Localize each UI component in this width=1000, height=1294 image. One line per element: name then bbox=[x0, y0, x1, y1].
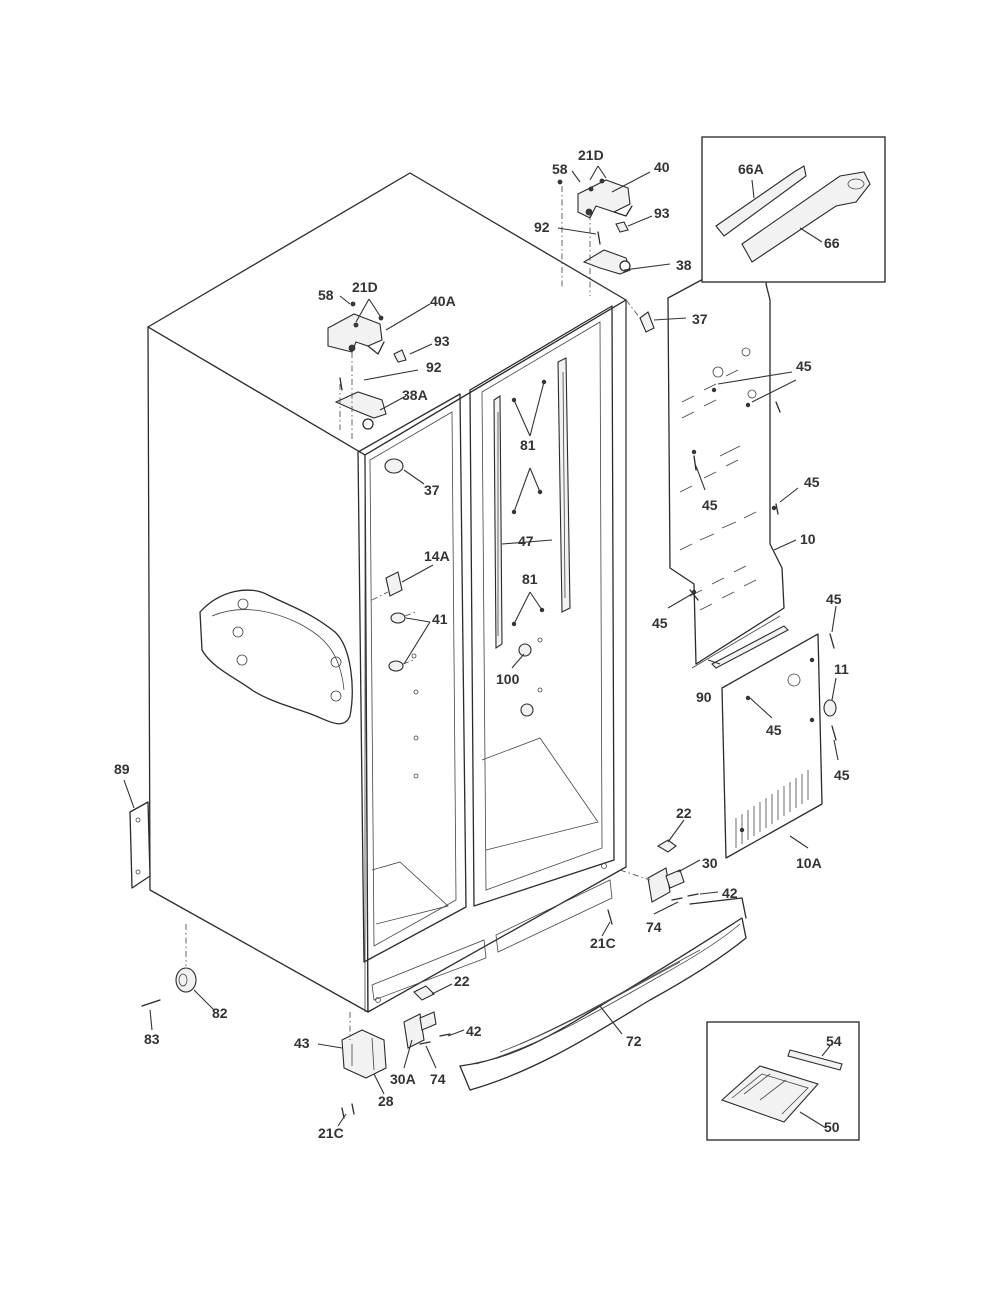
callout-82: 82 bbox=[212, 1005, 228, 1021]
callout-81: 81 bbox=[520, 437, 536, 453]
callout-93: 93 bbox=[434, 333, 450, 349]
callout-45: 45 bbox=[652, 615, 668, 631]
callout-66a: 66A bbox=[738, 161, 764, 177]
callout-labels: 58 21D 40 93 92 38 37 58 21D 40A 93 92 3… bbox=[114, 147, 850, 1141]
callout-93: 93 bbox=[654, 205, 670, 221]
leveler-82 bbox=[175, 967, 197, 993]
callout-92: 92 bbox=[534, 219, 550, 235]
switch-14a bbox=[385, 571, 403, 597]
callout-10: 10 bbox=[800, 531, 816, 547]
callout-45: 45 bbox=[766, 722, 782, 738]
callout-45: 45 bbox=[834, 767, 850, 783]
callout-38: 38 bbox=[676, 257, 692, 273]
callout-92: 92 bbox=[426, 359, 442, 375]
rear-panel-10 bbox=[667, 255, 785, 669]
callout-21d: 21D bbox=[578, 147, 604, 163]
callout-100: 100 bbox=[496, 671, 520, 687]
callout-58: 58 bbox=[552, 161, 568, 177]
callout-45: 45 bbox=[702, 497, 718, 513]
roller-assembly-43 bbox=[185, 924, 387, 1119]
callout-30: 30 bbox=[702, 855, 718, 871]
callout-42: 42 bbox=[722, 885, 738, 901]
bracket-89 bbox=[129, 801, 151, 889]
callout-45: 45 bbox=[796, 358, 812, 374]
callout-74: 74 bbox=[646, 919, 662, 935]
plug-11 bbox=[823, 699, 837, 717]
callout-81: 81 bbox=[522, 571, 538, 587]
callout-11: 11 bbox=[834, 661, 849, 677]
callout-90: 90 bbox=[696, 689, 712, 705]
plug-37-top bbox=[625, 299, 655, 333]
strip-90 bbox=[711, 625, 789, 669]
screws-45 bbox=[689, 401, 837, 741]
callout-22: 22 bbox=[676, 805, 692, 821]
pin-83 bbox=[141, 999, 161, 1007]
callout-50: 50 bbox=[824, 1119, 840, 1135]
callout-66: 66 bbox=[824, 235, 840, 251]
parts-100 bbox=[518, 643, 534, 717]
callout-45: 45 bbox=[826, 591, 842, 607]
inset-box-ice-tray bbox=[706, 1021, 860, 1141]
callout-89: 89 bbox=[114, 761, 130, 777]
callout-40a: 40A bbox=[430, 293, 456, 309]
callout-74: 74 bbox=[430, 1071, 446, 1087]
callout-38a: 38A bbox=[402, 387, 428, 403]
callout-37: 37 bbox=[424, 482, 440, 498]
callout-42: 42 bbox=[466, 1023, 482, 1039]
callout-54: 54 bbox=[826, 1033, 842, 1049]
callout-58: 58 bbox=[318, 287, 334, 303]
callout-21c: 21C bbox=[590, 935, 616, 951]
plug-37-freezer bbox=[384, 458, 404, 474]
hinge-lower-right bbox=[607, 839, 699, 925]
hinge-lower-left bbox=[403, 985, 451, 1049]
shelf-rails-47 bbox=[493, 357, 571, 650]
callout-22: 22 bbox=[454, 973, 470, 989]
plugs-41 bbox=[388, 611, 417, 672]
callout-37: 37 bbox=[692, 311, 708, 327]
hinge-assembly-left bbox=[327, 301, 407, 440]
leader-lines bbox=[123, 165, 839, 1129]
callout-47: 47 bbox=[518, 533, 534, 549]
toe-grille-72 bbox=[459, 897, 747, 1091]
inset-box-handles bbox=[701, 136, 886, 283]
callout-40: 40 bbox=[654, 159, 670, 175]
callout-41: 41 bbox=[432, 611, 448, 627]
callout-28: 28 bbox=[378, 1093, 394, 1109]
callout-21d: 21D bbox=[352, 279, 378, 295]
callout-72: 72 bbox=[626, 1033, 642, 1049]
callout-83: 83 bbox=[144, 1031, 160, 1047]
callout-21c: 21C bbox=[318, 1125, 344, 1141]
panel-10a bbox=[721, 633, 823, 859]
callout-10a: 10A bbox=[796, 855, 822, 871]
callout-30a: 30A bbox=[390, 1071, 416, 1087]
callout-14a: 14A bbox=[424, 548, 450, 564]
callout-45: 45 bbox=[804, 474, 820, 490]
side-panel-cutaway bbox=[199, 589, 353, 725]
callout-43: 43 bbox=[294, 1035, 310, 1051]
